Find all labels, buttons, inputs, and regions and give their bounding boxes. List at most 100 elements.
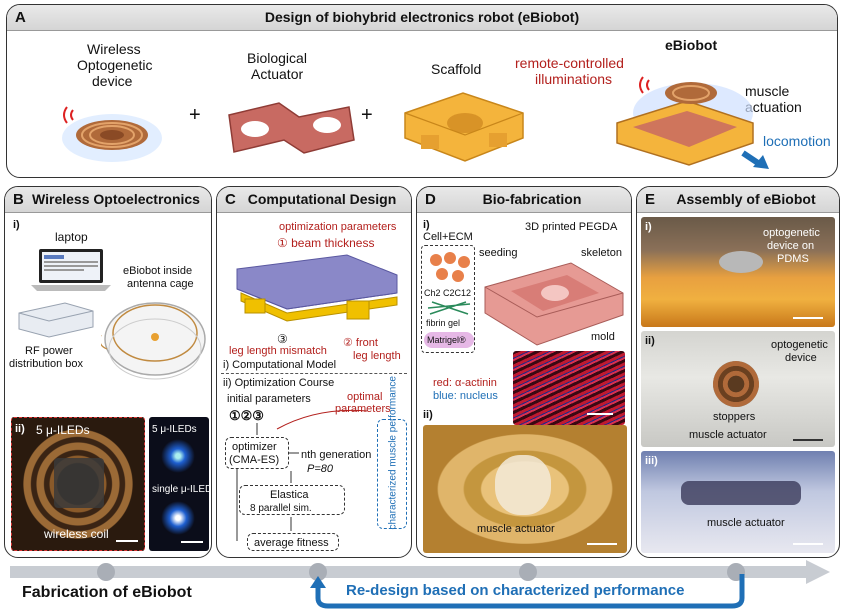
- ileds-glow: [161, 439, 195, 473]
- locomotion-label: locomotion: [763, 133, 831, 149]
- assembly-photo-iii: iii) muscle actuator: [641, 451, 835, 553]
- computational-model-illustration: [236, 254, 398, 322]
- device-coil: [713, 361, 759, 407]
- biological-actuator-illustration: [228, 102, 355, 154]
- panel-c-header: C Computational Design: [217, 187, 411, 213]
- population-label: P=80: [307, 463, 333, 475]
- seeding-label: seeding: [479, 247, 518, 259]
- rf-box-illustration: [18, 302, 94, 338]
- opto-label-2: device on: [767, 240, 815, 252]
- fitness-box: average fitness: [247, 533, 339, 551]
- actuator-label-2: Actuator: [251, 66, 304, 82]
- fibrin-label: fibrin gel: [426, 318, 461, 328]
- device-label-2: Optogenetic: [77, 57, 153, 73]
- optimizer-box: optimizer (CMA-ES): [225, 437, 289, 469]
- nucleus-label: blue: nucleus: [433, 390, 498, 402]
- opto2-label-2: device: [785, 352, 817, 364]
- muscle-actuator-2-label: muscle actuator: [707, 517, 785, 529]
- scale-bar: [587, 413, 613, 415]
- panel-letter: A: [15, 9, 26, 26]
- chip-cluster: [54, 458, 104, 508]
- sub-label-ii: ii): [645, 335, 655, 347]
- coil-photo: 5 μ-ILEDs wireless coil: [11, 417, 145, 551]
- opto2-label-1: optogenetic: [771, 339, 828, 351]
- device-disc: [719, 251, 763, 273]
- scale-bar: [181, 541, 203, 543]
- panel-letter: B: [13, 191, 24, 208]
- rf-label-2: distribution box: [9, 358, 83, 370]
- panel-e-header: E Assembly of eBiobot: [637, 187, 839, 213]
- stoppers-label: stoppers: [713, 411, 756, 423]
- elastica-label-1: Elastica: [270, 489, 309, 501]
- plus-1: +: [189, 104, 201, 126]
- panel-b-header: B Wireless Optoelectronics: [5, 187, 211, 213]
- actinin-label: red: α-actinin: [433, 377, 497, 389]
- assembly-photo-i: i) optogenetic device on PDMS: [641, 217, 835, 327]
- laptop-label: laptop: [55, 230, 88, 244]
- matrigel-label: Matrigel®: [427, 335, 466, 345]
- scale-bar: [587, 543, 617, 545]
- opt-params-label: optimization parameters: [279, 221, 397, 233]
- panel-a: A Design of biohybrid electronics robot …: [6, 4, 838, 178]
- generation-label: nth generation: [301, 449, 372, 461]
- cage-label-2: antenna cage: [127, 278, 194, 290]
- mold-label: mold: [591, 331, 615, 343]
- plus-2: +: [361, 104, 373, 126]
- muscle-actuation-2: actuation: [745, 99, 802, 115]
- remote-label-2: illuminations: [535, 71, 613, 87]
- section-divider: [221, 373, 407, 374]
- ebiobot-illustration: [616, 76, 769, 169]
- opto-label-3: PDMS: [777, 253, 809, 265]
- antenna-cage-illustration: [101, 302, 206, 380]
- panel-letter: D: [425, 191, 436, 208]
- scale-bar: [793, 317, 823, 319]
- optimal-label-1: optimal: [347, 391, 383, 403]
- wireless-device-illustration: [62, 106, 162, 162]
- robot-label: eBiobot: [665, 37, 718, 53]
- panel-title: Bio-fabrication: [482, 191, 582, 207]
- panel-e: E Assembly of eBiobot i) optogenetic dev…: [636, 186, 840, 558]
- actinin-photo: [513, 351, 625, 425]
- device-label-3: device: [92, 73, 133, 89]
- cage-label-1: eBiobot inside: [123, 265, 193, 277]
- elastica-label-2: 8 parallel sim.: [250, 503, 312, 514]
- panel-d: D Bio-fabrication i) Cell+ECM 3D printed…: [416, 186, 632, 558]
- matrigel-blob: Matrigel®: [424, 332, 474, 348]
- muscle-ring: [495, 455, 551, 515]
- cells-icon: [430, 252, 470, 282]
- ileds-label: 5 μ-ILEDs: [36, 423, 90, 437]
- panel-c: C Computational Design optimization para…: [216, 186, 412, 558]
- panel-letter: C: [225, 191, 236, 208]
- characterized-box: characterized muscle performance: [377, 376, 407, 530]
- actuator-label-1: Biological: [247, 50, 307, 66]
- rf-label-1: RF power: [25, 345, 73, 357]
- timeline-arrow: [10, 560, 830, 609]
- scale-bar: [116, 540, 138, 542]
- sub-label-i: i): [13, 219, 20, 231]
- scale-bar: [793, 439, 823, 441]
- scale-bar: [793, 543, 823, 545]
- muscle-actuation-1: muscle: [745, 83, 790, 99]
- characterized-label: characterized muscle performance: [387, 376, 399, 530]
- front-label-1: ② front: [343, 337, 378, 349]
- panel-b: B Wireless Optoelectronics i) laptop eBi…: [4, 186, 212, 558]
- remote-label-1: remote-controlled: [515, 55, 624, 71]
- single-iled-glow: [161, 501, 195, 535]
- optimization-flow-arrows: [236, 409, 368, 541]
- scaffold-label: Scaffold: [431, 61, 482, 77]
- device-label-1: Wireless: [87, 41, 141, 57]
- muscle-actuator-label: muscle actuator: [477, 523, 555, 535]
- laptop-illustration: [31, 249, 111, 291]
- sub-label-ii: ii): [423, 409, 433, 421]
- mismatch-num: ③: [277, 332, 288, 346]
- sub-label-iii: iii): [645, 455, 658, 467]
- redesign-label: Re-design based on characterized perform…: [346, 582, 685, 599]
- fibrin-icon: [427, 301, 471, 315]
- panel-title: Computational Design: [247, 191, 397, 207]
- course-label: ii) Optimization Course: [223, 377, 335, 389]
- panel-d-header: D Bio-fabrication: [417, 187, 631, 213]
- panel-title: Wireless Optoelectronics: [32, 191, 200, 207]
- fitness-label: average fitness: [254, 537, 329, 549]
- initial-label: initial parameters: [227, 393, 311, 405]
- sub-label-ii: ii): [15, 423, 25, 435]
